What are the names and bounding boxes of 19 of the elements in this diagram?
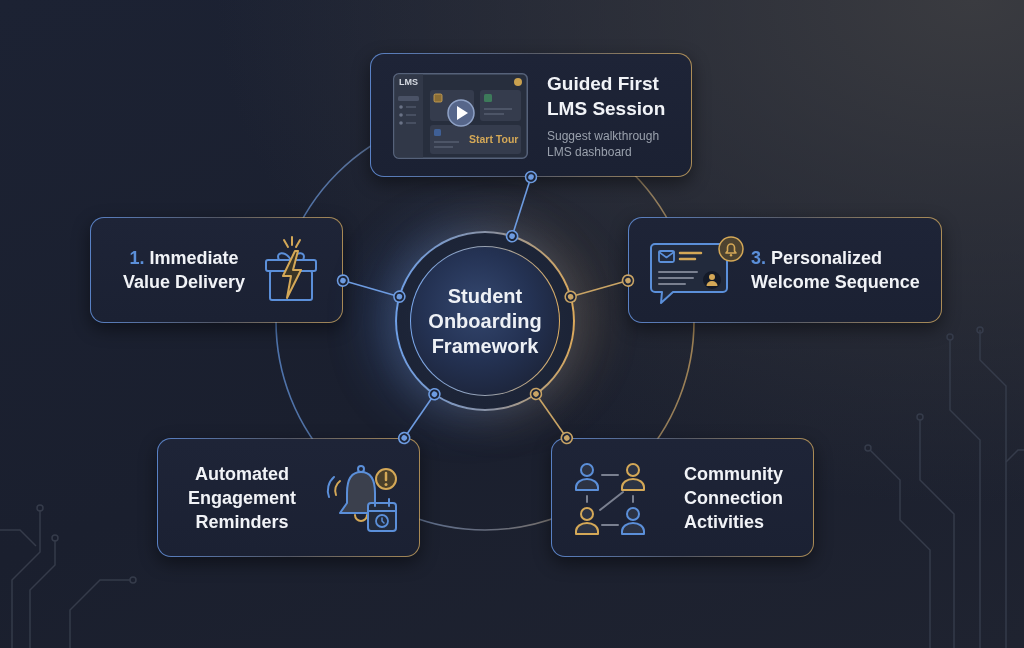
tour-link-text: Start Tour xyxy=(469,133,519,146)
card-title: Community Connection Activities xyxy=(684,462,784,534)
hub-title: Student Onboarding Framework xyxy=(427,283,543,359)
connector-line xyxy=(397,387,441,445)
connector-line xyxy=(336,274,406,303)
connector-line xyxy=(529,387,574,445)
card-title: 1. Immediate Value Delivery xyxy=(121,247,247,294)
screen-title: LMS xyxy=(399,77,418,88)
connector-line xyxy=(564,274,635,304)
step-card xyxy=(370,53,692,177)
connector-line xyxy=(505,170,538,243)
card-description: Suggest walkthrough LMS dashboard xyxy=(547,127,661,160)
card-title: Automated Engagement Reminders xyxy=(187,462,297,534)
step-card xyxy=(90,217,343,323)
step-card xyxy=(157,438,420,557)
card-title: Guided First LMS Session xyxy=(547,71,667,121)
step-card xyxy=(551,438,814,557)
card-title: 3. Personalized Welcome Sequence xyxy=(751,247,921,294)
step-card xyxy=(628,217,942,323)
